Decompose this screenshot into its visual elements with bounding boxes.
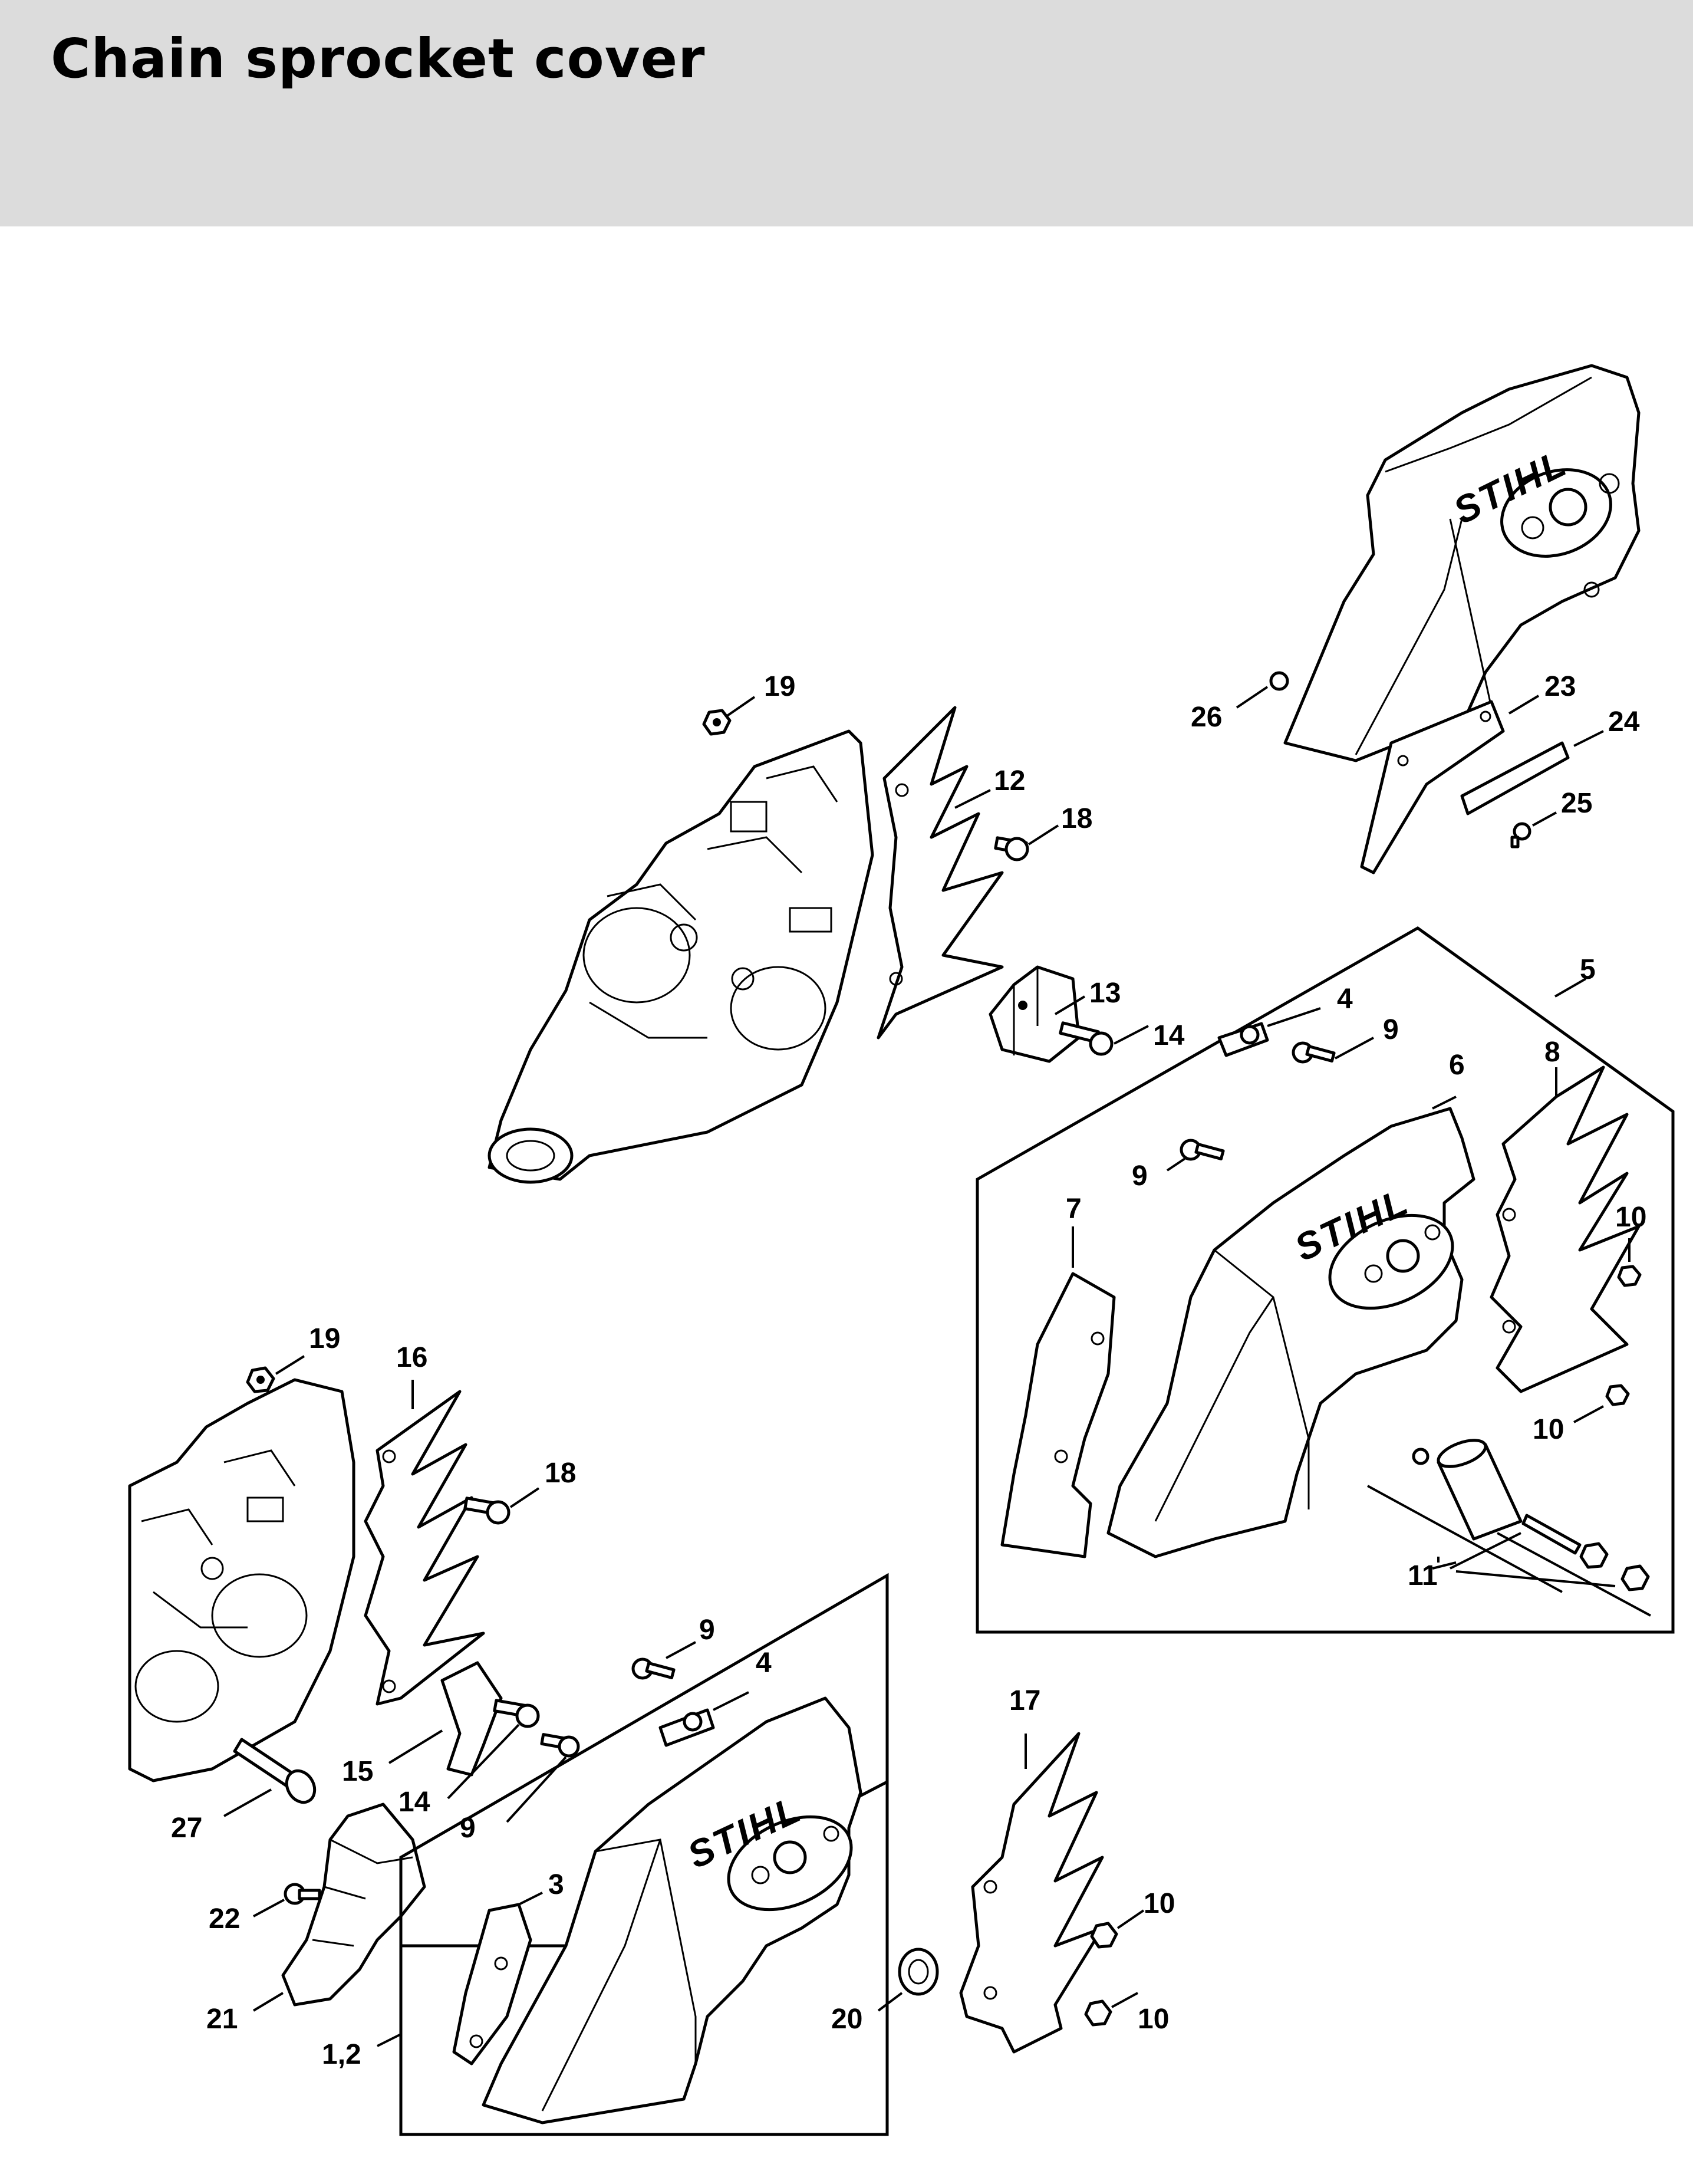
callout-18-top: 18: [1061, 803, 1092, 834]
callout-19-bottom: 19: [309, 1323, 340, 1354]
part-23-wear-plate: [1360, 700, 1505, 874]
callout-24: 24: [1608, 706, 1640, 738]
part-3-guide: [452, 1903, 532, 2065]
part-11-sleeve-assembly: [1412, 1439, 1650, 1591]
part-19-nut-top: [702, 709, 732, 736]
callout-13-top: 13: [1089, 978, 1121, 1009]
callout-7: 7: [1066, 1193, 1082, 1225]
part-17-bumper-spike: [959, 1732, 1104, 2054]
part-9-screw-bottom-b: [631, 1657, 676, 1680]
part-6-cover: STIHL: [1106, 1107, 1475, 1558]
part-10-nut-box5-b: [1605, 1384, 1630, 1406]
callout-10-bottom-b: 10: [1138, 2004, 1169, 2035]
callout-19-top: 19: [764, 671, 795, 702]
callout-10-box5-b: 10: [1533, 1414, 1564, 1445]
callout-27: 27: [171, 1813, 202, 1844]
part-27-pin: [233, 1738, 317, 1804]
part-4-slider-box5: [1217, 1022, 1269, 1057]
callout-18-bottom: 18: [545, 1458, 576, 1489]
part-13-bracket: [989, 965, 1081, 1063]
callout-20: 20: [831, 2004, 862, 2035]
callout-10-box5-a: 10: [1615, 1202, 1646, 1233]
callout-12-top: 12: [994, 765, 1025, 797]
part-10-nut-bottom-b: [1084, 1999, 1112, 2027]
callout-4-bottom: 4: [756, 1647, 772, 1679]
part-18-screw-bottom: [463, 1496, 510, 1525]
callout-17: 17: [1009, 1685, 1040, 1716]
callout-22: 22: [209, 1903, 240, 1935]
callout-5: 5: [1580, 954, 1596, 985]
crankcase-upper: [488, 729, 874, 1184]
callout-10-bottom-a: 10: [1144, 1888, 1175, 1919]
callout-9-bottom-b: 9: [699, 1614, 715, 1646]
callout-9-box5-b: 9: [1132, 1160, 1148, 1192]
callout-26: 26: [1191, 702, 1222, 733]
part-14-screw-top: [1059, 1021, 1114, 1056]
part-21-chain-catcher: [281, 1803, 426, 2007]
part-18-screw-top: [994, 836, 1029, 861]
callout-8: 8: [1544, 1037, 1560, 1068]
callout-14-bottom: 14: [398, 1787, 430, 1818]
callout-15: 15: [342, 1756, 373, 1787]
callout-3: 3: [548, 1869, 564, 1900]
crankcase-lower: [128, 1378, 355, 1782]
callout-9-box5-a: 9: [1383, 1014, 1399, 1045]
part-7-guide: [1000, 1272, 1116, 1558]
chain-sprocket-cover-top: STIHL: [1283, 364, 1641, 762]
part-26-plug: [1269, 671, 1289, 691]
part-19-nut-bottom: [246, 1366, 275, 1393]
part-9-screw-bottom-a: [540, 1733, 580, 1758]
part-1-2-cover: STIHL: [482, 1696, 862, 2124]
part-9-screw-box5-a: [1292, 1041, 1336, 1064]
header-band: Chain sprocket cover: [0, 0, 1693, 226]
callout-4-box5: 4: [1337, 984, 1353, 1015]
callout-1-2: 1,2: [322, 2039, 361, 2070]
assembly-5-frame: [976, 926, 1675, 1634]
part-14-screw-bottom: [493, 1699, 540, 1728]
callout-21: 21: [206, 2004, 238, 2035]
part-8-bumper-spike: [1490, 1065, 1641, 1393]
part-16-bumper-spike: [364, 1390, 485, 1706]
part-12-bumper-spike: [877, 706, 1004, 1040]
page-title: Chain sprocket cover: [51, 27, 706, 90]
part-24-strip: [1460, 741, 1570, 815]
callout-16: 16: [396, 1342, 427, 1373]
callout-23: 23: [1544, 671, 1576, 702]
part-20-collar-nut: [898, 1948, 939, 1996]
part-15-bracket: [440, 1661, 503, 1777]
part-10-nut-box5-a: [1617, 1265, 1642, 1287]
callout-11: 11: [1408, 1560, 1438, 1591]
callout-14-top: 14: [1153, 1020, 1185, 1051]
part-9-screw-box5-b: [1180, 1139, 1225, 1161]
callout-25: 25: [1561, 788, 1592, 819]
part-4-slider-bottom: [658, 1708, 715, 1747]
part-22-screw: [284, 1883, 321, 1905]
callout-6: 6: [1449, 1050, 1465, 1081]
part-25-screw: [1510, 822, 1531, 848]
part-10-nut-bottom-a: [1090, 1922, 1118, 1949]
